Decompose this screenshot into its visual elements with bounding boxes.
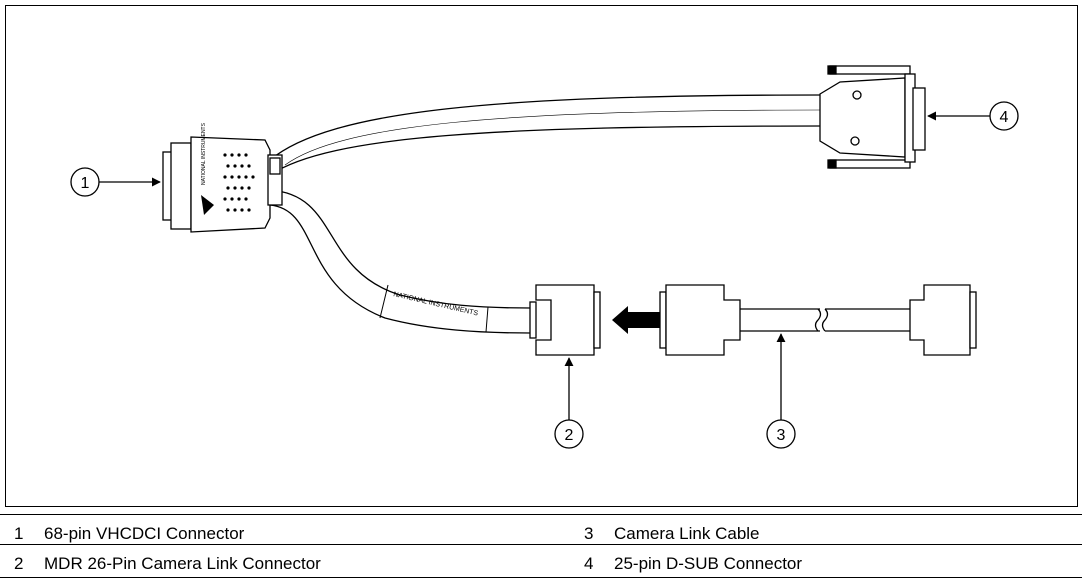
legend: 1 68-pin VHCDCI Connector 2 MDR 26-Pin Cam… xyxy=(0,514,1082,588)
legend-number: 2 xyxy=(14,554,24,573)
vhcdci-connector: NATIONAL INSTRUMENTS xyxy=(162,122,283,233)
upper-cable xyxy=(269,94,821,176)
legend-label: 25-pin D-SUB Connector xyxy=(614,554,803,573)
lower-cable xyxy=(269,189,531,334)
legend-mid-rule xyxy=(0,544,1082,545)
dsub-connector xyxy=(819,65,926,169)
legend-item-1: 1 68-pin VHCDCI Connector xyxy=(14,524,244,544)
connector-brand-text: NATIONAL INSTRUMENTS xyxy=(201,122,207,185)
legend-label: MDR 26-Pin Camera Link Connector xyxy=(44,554,321,573)
legend-label: 68-pin VHCDCI Connector xyxy=(44,524,245,543)
legend-item-4: 4 25-pin D-SUB Connector xyxy=(584,554,802,574)
svg-text:1: 1 xyxy=(81,175,90,192)
insertion-arrow-icon xyxy=(612,306,660,334)
legend-number: 3 xyxy=(584,524,594,543)
camera-link-cable xyxy=(659,284,977,356)
legend-item-2: 2 MDR 26-Pin Camera Link Connector xyxy=(14,554,321,574)
figure-frame xyxy=(5,5,1078,507)
callout-4: 4 xyxy=(927,101,1019,131)
callout-3: 3 xyxy=(766,333,796,449)
ni-logo-icon xyxy=(201,195,214,215)
cable-diagram: NATIONAL INSTRUMENTS NATIONAL INSTRUMENT… xyxy=(70,65,1019,449)
legend-item-3: 3 Camera Link Cable xyxy=(584,524,760,544)
svg-text:4: 4 xyxy=(1000,109,1009,126)
legend-top-rule xyxy=(0,514,1082,515)
svg-text:3: 3 xyxy=(777,427,786,444)
cable-label-text: NATIONAL INSTRUMENTS xyxy=(393,291,479,317)
legend-number: 1 xyxy=(14,524,24,543)
legend-bottom-rule xyxy=(0,577,1082,578)
mdr-connector-cable-end xyxy=(529,284,601,356)
cable-label-band: NATIONAL INSTRUMENTS xyxy=(379,284,489,333)
legend-number: 4 xyxy=(584,554,594,573)
callout-2: 2 xyxy=(554,357,584,449)
callout-1: 1 xyxy=(70,167,161,197)
legend-label: Camera Link Cable xyxy=(614,524,760,543)
svg-text:2: 2 xyxy=(565,427,574,444)
